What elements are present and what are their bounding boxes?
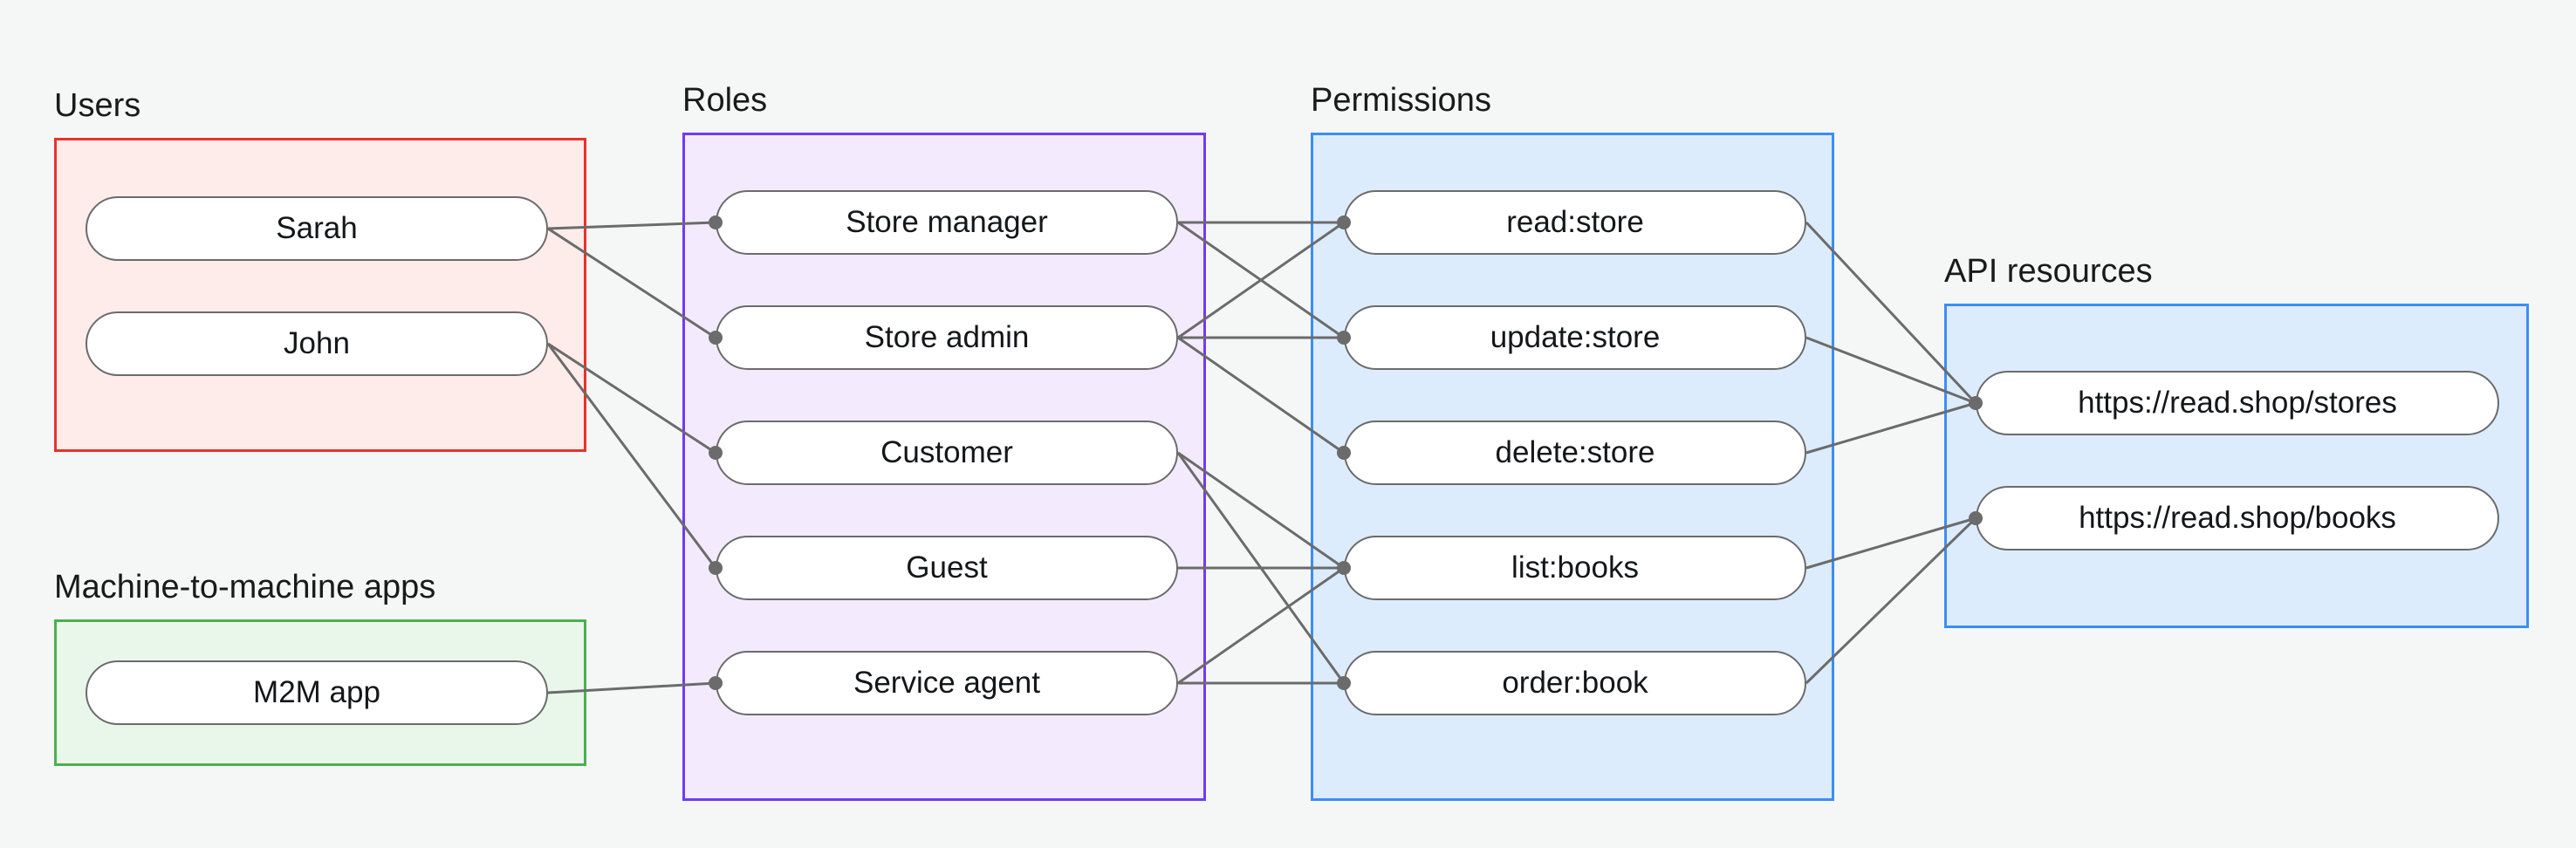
connector-dot-update_store (1337, 331, 1351, 345)
node-label-store_admin: Store admin (864, 320, 1030, 354)
connector-dot-service_agent (709, 676, 723, 690)
node-guest[interactable]: Guest (716, 536, 1178, 600)
node-label-john: John (284, 326, 350, 360)
node-sarah[interactable]: Sarah (86, 196, 548, 261)
node-label-list_books: list:books (1511, 551, 1639, 585)
group-title-roles: Roles (682, 82, 768, 119)
node-label-update_store: update:store (1490, 320, 1661, 354)
group-api_resources (1944, 304, 2529, 628)
connector-dot-store_manager (709, 215, 723, 229)
node-label-res_books: https://read.shop/books (2079, 501, 2396, 535)
node-label-customer: Customer (880, 435, 1013, 469)
node-list_books[interactable]: list:books (1344, 536, 1806, 600)
group-users (54, 138, 586, 452)
node-label-delete_store: delete:store (1495, 435, 1655, 469)
node-label-order_book: order:book (1502, 666, 1648, 700)
connector-dot-res_books (1969, 511, 1983, 525)
node-customer[interactable]: Customer (716, 421, 1178, 485)
node-res_stores[interactable]: https://read.shop/stores (1976, 371, 2499, 435)
node-label-sarah: Sarah (276, 211, 358, 245)
node-label-read_store: read:store (1506, 205, 1644, 239)
connector-dot-order_book (1337, 676, 1351, 690)
node-service_agent[interactable]: Service agent (716, 651, 1178, 715)
node-m2m_app[interactable]: M2M app (86, 660, 548, 725)
group-title-users: Users (54, 87, 141, 124)
node-label-m2m_app: M2M app (253, 675, 380, 709)
node-update_store[interactable]: update:store (1344, 305, 1806, 370)
node-store_manager[interactable]: Store manager (716, 190, 1178, 255)
node-john[interactable]: John (86, 311, 548, 376)
connector-dot-guest (709, 561, 723, 575)
node-delete_store[interactable]: delete:store (1344, 421, 1806, 485)
node-read_store[interactable]: read:store (1344, 190, 1806, 255)
group-title-permissions: Permissions (1311, 82, 1491, 119)
connector-dot-delete_store (1337, 446, 1351, 460)
connector-dot-store_admin (709, 331, 723, 345)
node-res_books[interactable]: https://read.shop/books (1976, 486, 2499, 551)
connector-dot-customer (709, 446, 723, 460)
node-label-service_agent: Service agent (853, 666, 1041, 700)
connector-dot-read_store (1337, 215, 1351, 229)
node-order_book[interactable]: order:book (1344, 651, 1806, 715)
node-store_admin[interactable]: Store admin (716, 305, 1178, 370)
node-label-guest: Guest (906, 551, 988, 585)
group-title-m2m: Machine-to-machine apps (54, 569, 436, 605)
connector-dot-res_stores (1969, 396, 1983, 410)
group-title-api_resources: API resources (1944, 253, 2153, 290)
node-label-store_manager: Store manager (846, 205, 1048, 239)
connector-dot-list_books (1337, 561, 1351, 575)
node-label-res_stores: https://read.shop/stores (2078, 386, 2397, 420)
